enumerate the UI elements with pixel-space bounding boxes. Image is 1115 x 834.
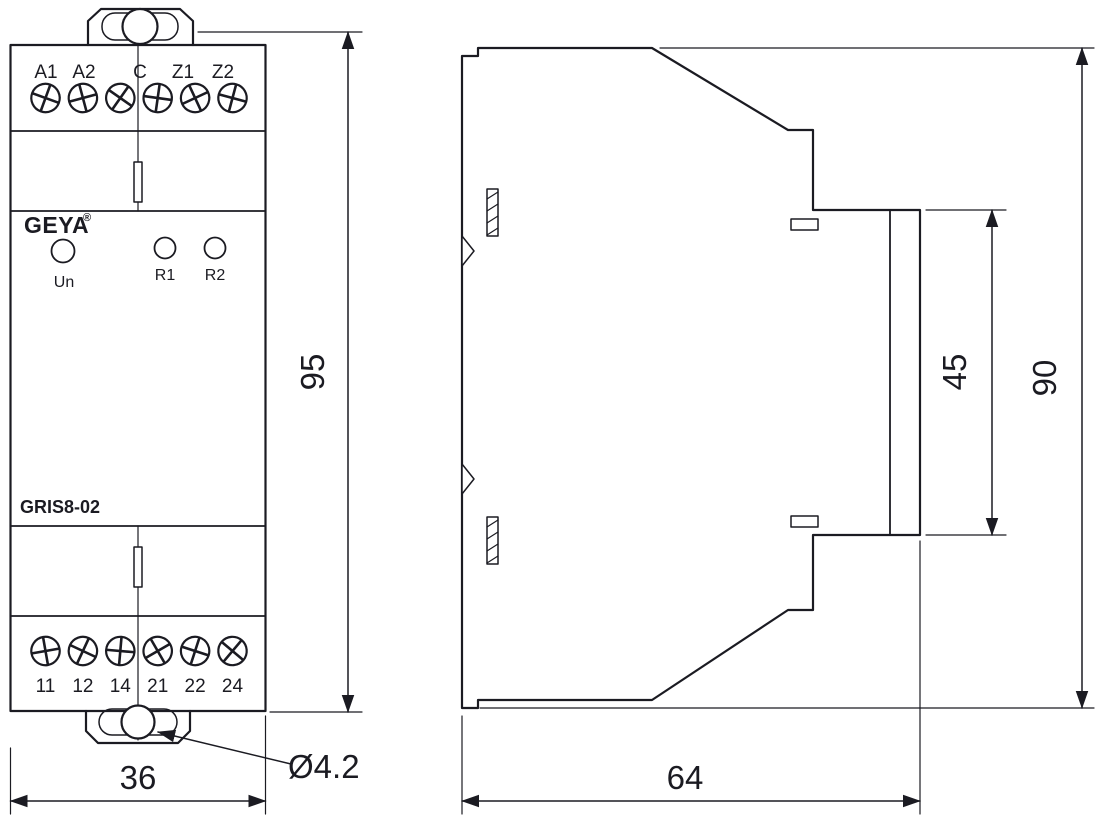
- screw-terminal: [217, 82, 248, 114]
- release-notch: [461, 235, 475, 267]
- front-view: A1 A2 C Z1 Z2 GEYA ® Un R1: [9, 7, 363, 815]
- top-mounting-tab: [86, 7, 195, 47]
- led-r1: R1: [153, 236, 177, 284]
- dimension-95: 95: [197, 31, 363, 713]
- dimension-45: 45: [925, 209, 1007, 536]
- dimension-text-rear: 45: [936, 354, 973, 391]
- din-clip-slider-top: [133, 44, 143, 212]
- dimension-text-hole: Ø4.2: [288, 748, 360, 785]
- screw-terminal: [30, 82, 61, 114]
- led-label: R2: [205, 267, 226, 284]
- bottom-mounting-hole: [120, 704, 156, 740]
- screw-terminal: [142, 635, 173, 667]
- terminal-label: 12: [72, 676, 93, 697]
- terminal-label: A1: [34, 62, 57, 83]
- terminal-label: Z2: [212, 62, 234, 83]
- top-terminal-labels: A1 A2 C Z1 Z2: [34, 62, 234, 83]
- bottom-terminal-screws: [30, 635, 248, 667]
- screw-terminal: [179, 635, 211, 667]
- terminal-label: 24: [222, 676, 244, 697]
- model-label: GRIS8-02: [20, 497, 100, 517]
- dimension-text-depth: 64: [667, 759, 704, 796]
- screw-terminal: [105, 82, 136, 114]
- terminal-label: Z1: [172, 62, 194, 83]
- screw-terminal: [30, 635, 61, 667]
- screw-terminal: [67, 82, 99, 114]
- screw-terminal: [105, 635, 136, 667]
- terminal-label: 14: [110, 676, 132, 697]
- led-indicator-green: [50, 238, 76, 264]
- terminal-label: 21: [147, 676, 168, 697]
- hatch-lines: [486, 519, 499, 564]
- bottom-tab-outline: [84, 709, 192, 745]
- screw-terminal: [67, 635, 99, 667]
- dimension-text-side-height: 90: [1026, 360, 1063, 397]
- dimension-90: 90: [479, 47, 1095, 709]
- din-clip-slot: [133, 546, 143, 588]
- terminal-label: 11: [36, 676, 56, 697]
- led-label: R1: [155, 267, 176, 284]
- leader-line: [157, 729, 292, 765]
- release-notch: [461, 463, 475, 495]
- diameter-callout: Ø4.2: [157, 729, 360, 785]
- led-indicator-red: [203, 236, 227, 260]
- din-rail-tab: [790, 515, 819, 528]
- led-r2: R2: [203, 236, 227, 284]
- brand-text: GEYA: [24, 212, 89, 238]
- dimension-64: 64: [461, 540, 921, 815]
- dimension-36: 36: [9, 715, 267, 815]
- led-un: Un: [50, 238, 76, 291]
- registered-mark: ®: [83, 212, 91, 224]
- bottom-mounting-tab: [84, 704, 192, 745]
- din-clip-slot: [133, 161, 143, 203]
- brand-logo: GEYA ®: [24, 212, 91, 238]
- dimension-text-width: 36: [120, 759, 157, 796]
- screw-terminal: [217, 635, 248, 667]
- bottom-terminal-labels: 11 12 14 21 22 24: [36, 676, 244, 697]
- terminal-label: C: [133, 62, 147, 83]
- side-profile-outline: [460, 46, 922, 710]
- vent-slot-top: [486, 188, 499, 237]
- vent-slot-bottom: [486, 516, 499, 565]
- top-mounting-hole: [121, 7, 159, 46]
- led-indicator-red: [153, 236, 177, 260]
- terminal-label: A2: [72, 62, 95, 83]
- screw-terminal: [179, 82, 211, 114]
- side-view: 45 90 64: [460, 46, 1095, 815]
- led-label: Un: [54, 274, 74, 291]
- hatch-lines: [486, 191, 499, 236]
- din-rail-tab: [790, 218, 819, 231]
- dimension-text-height: 95: [294, 354, 331, 391]
- screw-terminal: [142, 82, 173, 114]
- terminal-label: 22: [185, 676, 206, 697]
- top-terminal-screws: [30, 82, 248, 114]
